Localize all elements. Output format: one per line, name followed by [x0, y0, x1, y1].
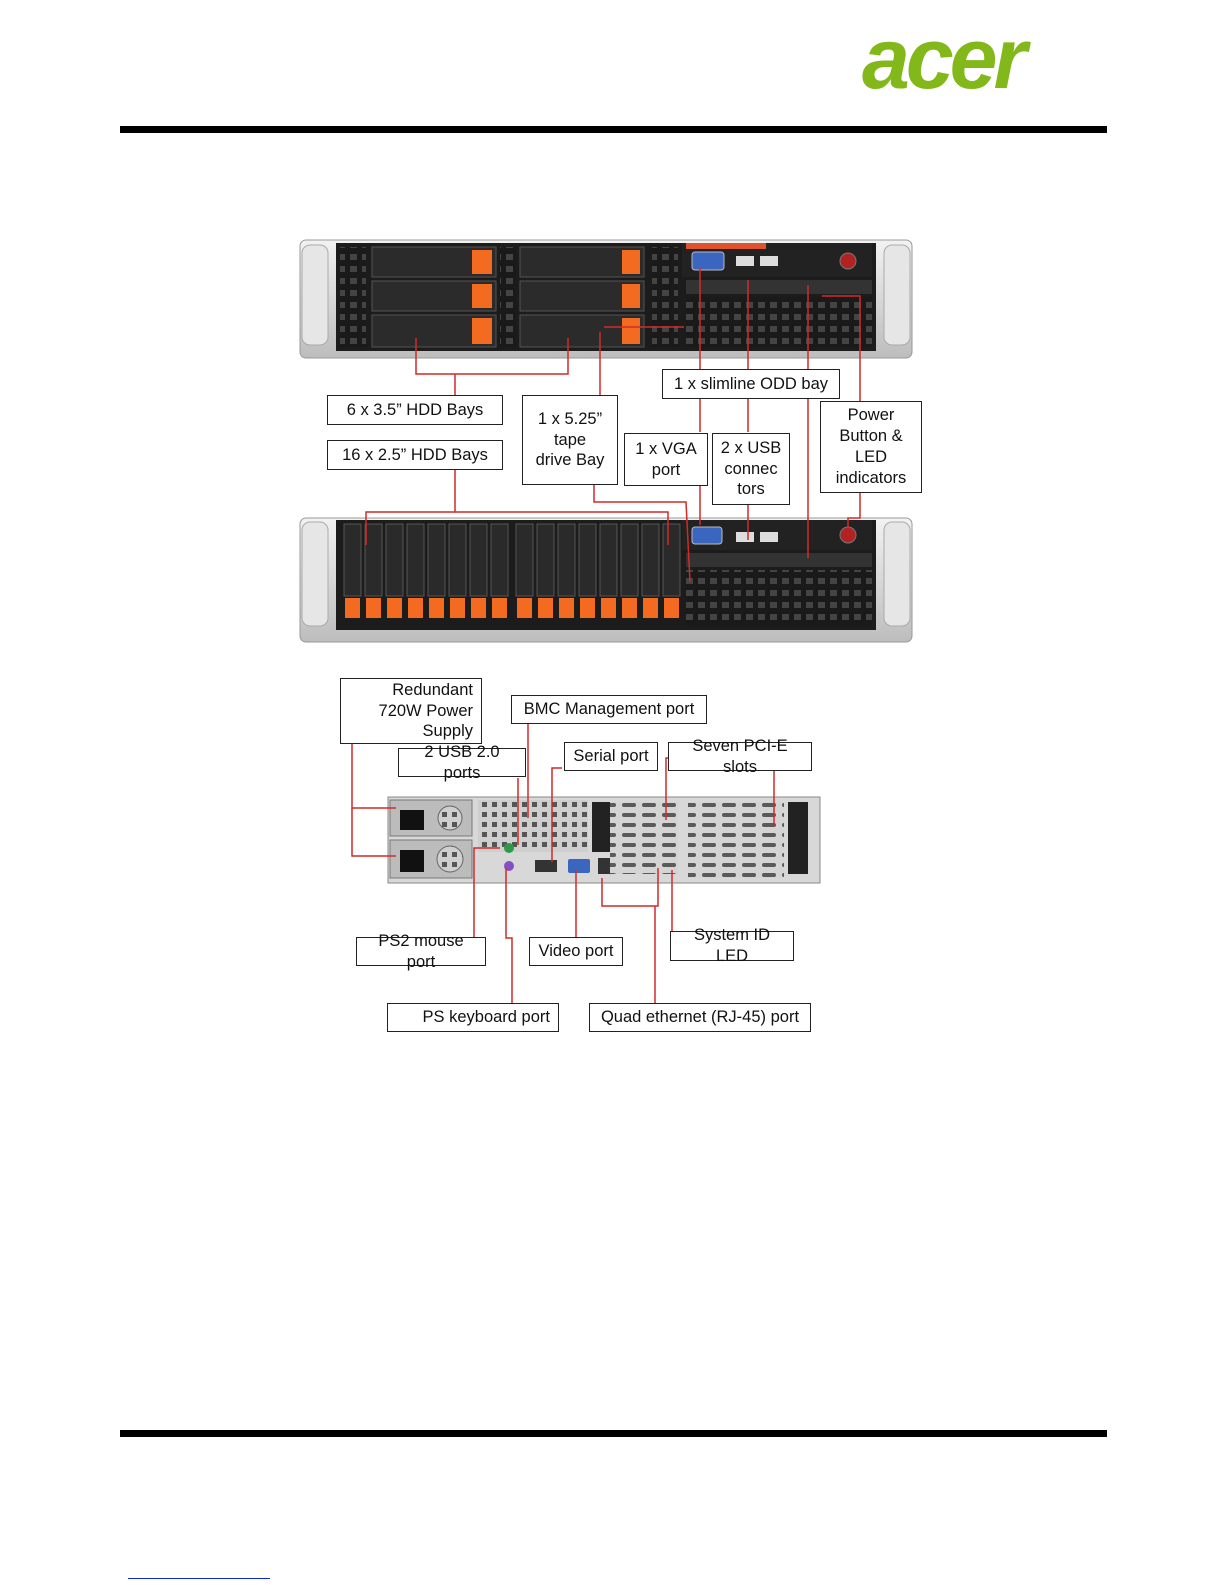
- hdd-25-tray: [599, 523, 618, 597]
- hdd-25-latch: [492, 598, 507, 618]
- callout-quad-ethernet-port: Quad ethernet (RJ-45) port: [589, 1003, 811, 1032]
- acer-logo: acer: [862, 28, 1035, 100]
- hdd-25-tray: [515, 523, 534, 597]
- hdd-25-trays: [343, 523, 681, 618]
- server-front-35-drive: [299, 239, 913, 359]
- callout-usb-20-ports: 2 USB 2.0 ports: [398, 743, 526, 782]
- callout-ps-keyboard-port: PS keyboard port: [387, 1003, 559, 1032]
- hdd-25-latch: [471, 598, 486, 618]
- footer-link-underline: [128, 1578, 270, 1579]
- hdd-25-tray: [536, 523, 555, 597]
- callout-hdd-25-bays: 16 x 2.5” HDD Bays: [327, 440, 503, 470]
- hdd-25-latch: [538, 598, 553, 618]
- callout-video-port: Video port: [529, 937, 623, 966]
- hdd-25-latch: [622, 598, 637, 618]
- callout-ps2-mouse-port: PS2 mouse port: [356, 932, 486, 971]
- hdd-25-tray: [469, 523, 488, 597]
- hdd-25-latch: [664, 598, 679, 618]
- callout-pcie-slots: Seven PCI-E slots: [668, 737, 812, 776]
- hdd-25-latch: [429, 598, 444, 618]
- hdd-25-tray: [578, 523, 597, 597]
- hdd-35-tray: [371, 246, 645, 348]
- callout-vga-port: 1 x VGA port: [624, 433, 708, 486]
- hdd-25-latch: [408, 598, 423, 618]
- header-rule: [120, 126, 1107, 133]
- hdd-25-latch: [366, 598, 381, 618]
- hdd-25-latch: [345, 598, 360, 618]
- callout-system-id-led: System ID LED: [670, 926, 794, 965]
- hdd-25-latch: [450, 598, 465, 618]
- callout-serial-port: Serial port: [564, 742, 658, 771]
- hdd-25-tray: [448, 523, 467, 597]
- callout-usb-connectors: 2 x USB connec tors: [712, 433, 790, 505]
- hdd-25-tray: [385, 523, 404, 597]
- footer-rule: [120, 1430, 1107, 1437]
- callout-leader-lines: [351, 268, 861, 1006]
- hdd-25-latch: [601, 598, 616, 618]
- hdd-25-latch: [387, 598, 402, 618]
- hdd-25-tray: [364, 523, 383, 597]
- hdd-25-tray: [620, 523, 639, 597]
- hdd-25-latch: [580, 598, 595, 618]
- callout-slimline-odd-bay: 1 x slimline ODD bay: [662, 369, 840, 399]
- hdd-25-tray: [662, 523, 681, 597]
- hdd-25-latch: [643, 598, 658, 618]
- hdd-25-latch: [559, 598, 574, 618]
- callout-tape-drive-bay: 1 x 5.25” tape drive Bay: [522, 395, 618, 485]
- hdd-25-tray: [343, 523, 362, 597]
- hdd-25-tray: [406, 523, 425, 597]
- hdd-25-tray: [557, 523, 576, 597]
- callout-power-button-leds: Power Button & LED indicators: [820, 401, 922, 493]
- server-rear: [387, 796, 821, 884]
- hdd-25-latch: [517, 598, 532, 618]
- svg-text:acer: acer: [862, 28, 1031, 100]
- callout-hdd-35-bays: 6 x 3.5” HDD Bays: [327, 395, 503, 425]
- hdd-25-tray: [427, 523, 446, 597]
- callout-redundant-psu: Redundant 720W Power Supply: [340, 678, 482, 744]
- server-front-25-drive: [299, 517, 913, 643]
- hdd-25-tray: [641, 523, 660, 597]
- hdd-25-tray: [490, 523, 509, 597]
- callout-bmc-management-port: BMC Management port: [511, 695, 707, 724]
